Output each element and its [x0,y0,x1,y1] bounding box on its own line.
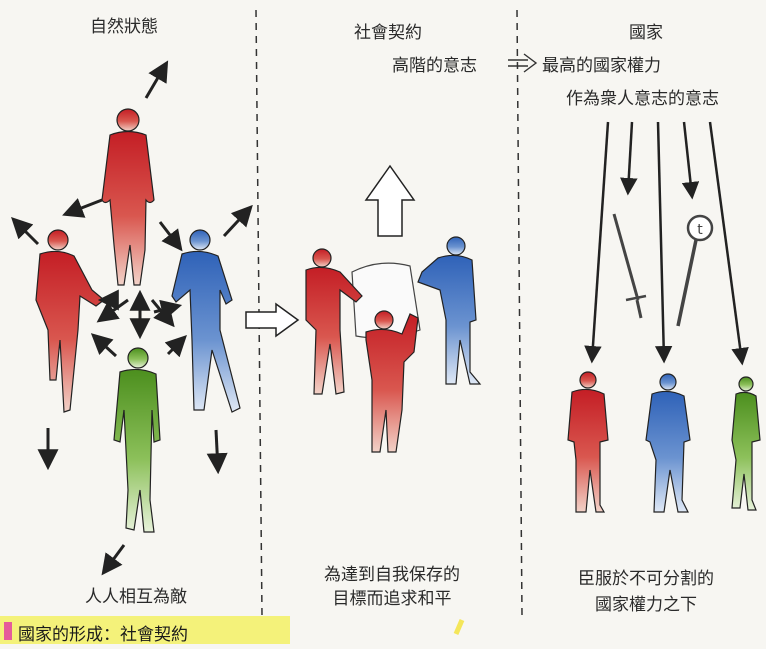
figure-green [113,347,161,533]
state-figures: t [508,53,761,513]
divider-right [516,9,523,616]
caption-state-line2: 國家權力之下 [595,595,697,615]
highlighter-mark [453,619,465,635]
figure-green-subject [731,376,761,511]
state-of-nature-figures [11,60,300,576]
figure-blue-subject [645,373,691,513]
figure-red-left [35,229,105,413]
collective-will-label: 作為衆人意志的意志 [566,89,719,109]
figure-red-subject [567,371,609,513]
double-arrow [508,53,538,73]
caption-contract-line1: 為達到自我保存的 [324,565,460,585]
svg-text:t: t [697,222,703,238]
higher-will-label: 高階的意志 [392,56,477,76]
figure-blue [171,229,241,413]
sword-icon [612,213,647,319]
social-contract-figures [305,164,482,453]
caption-contract-line2: 目標而追求和平 [332,589,452,609]
figure-red-center [365,310,419,453]
crozier-icon: t [676,214,714,327]
authority-arrows [584,121,749,366]
up-arrow [364,164,416,237]
figure-blue-contract [417,236,482,385]
figure-caption: 國家的形成：社會契約 [18,625,188,645]
caption-state-line1: 臣服於不可分割的 [578,569,714,589]
panel-title-nature: 自然狀態 [90,17,158,37]
transition-arrow-1 [245,302,300,338]
caption-highlight [0,616,290,644]
panel-title-contract: 社會契約 [354,23,422,43]
caption-nature: 人人相互為敵 [85,587,187,607]
panel-title-state: 國家 [629,23,663,43]
conflict-arrows [11,60,253,576]
figure-red-top [101,108,155,286]
figure-red-contract [305,248,363,395]
caption-marker [4,622,12,640]
supreme-power-label: 最高的國家權力 [542,56,661,76]
